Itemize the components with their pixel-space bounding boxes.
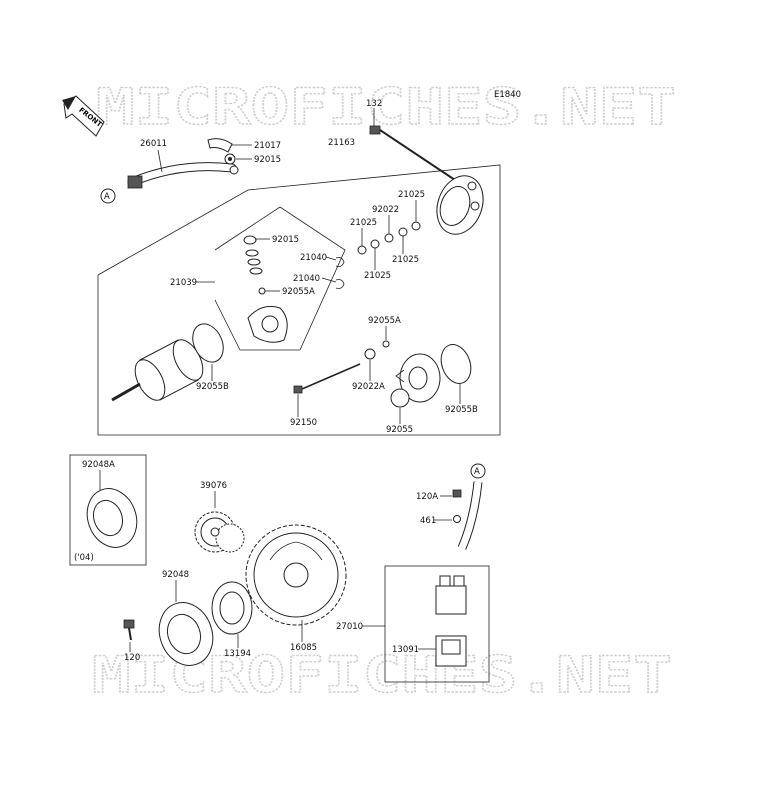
label-92055b-left: 92055B [196, 382, 229, 392]
label-21163: 21163 [328, 138, 355, 148]
starter-assembly-outline [97, 164, 501, 436]
label-92055: 92055 [386, 425, 413, 435]
ref-marker-a-right-text: A [474, 467, 480, 477]
ref-marker-a-right [470, 463, 486, 479]
label-13091: 13091 [392, 645, 419, 655]
nut-461-part [453, 515, 461, 523]
relay-cover-part [435, 635, 467, 667]
relay-assembly-box [384, 565, 490, 683]
variant-note: ('04) [74, 553, 94, 563]
label-92048: 92048 [162, 570, 189, 580]
o-ring-left-part [192, 323, 224, 363]
label-92015-top: 92015 [254, 155, 281, 165]
figure-code: E1840 [494, 90, 521, 100]
label-26011: 26011 [140, 139, 167, 149]
label-120a: 120A [416, 492, 438, 502]
terminal-cap-part [207, 138, 236, 165]
through-bolt-part [293, 363, 361, 394]
brush-holder-part [243, 235, 345, 343]
bolt-120a-part [452, 489, 462, 498]
label-13194: 13194 [224, 649, 251, 659]
label-21017: 21017 [254, 141, 281, 151]
rear-cover-part [436, 175, 484, 235]
watermark-top: MICROFICHES.NET [96, 78, 676, 136]
starter-clutch-cover-part [158, 602, 214, 666]
label-132: 132 [366, 99, 382, 109]
label-21040-b: 21040 [293, 274, 320, 284]
relay-lead-part [457, 481, 483, 550]
label-21025-b: 21025 [350, 218, 377, 228]
label-21040-a: 21040 [300, 253, 327, 263]
starter-clutch-part [211, 581, 253, 635]
o-ring-92055-part [390, 388, 410, 408]
label-21025-c: 21025 [392, 255, 419, 265]
label-92055a-upper: 92055A [282, 287, 315, 297]
label-21039: 21039 [170, 278, 197, 288]
label-39076: 39076 [200, 481, 227, 491]
label-92022a: 92022A [352, 382, 385, 392]
label-21025-d: 21025 [364, 271, 391, 281]
label-92022: 92022 [372, 205, 399, 215]
label-92055a-lower: 92055A [368, 316, 401, 326]
washer-92022a-part [364, 348, 376, 360]
o-ring-right-part [440, 344, 472, 384]
ref-marker-a-left-text: A [104, 192, 110, 202]
label-461: 461 [420, 516, 436, 526]
clutch-cover-variant-part [86, 488, 138, 548]
o-ring-92055a-part [382, 340, 390, 348]
label-120: 120 [124, 653, 140, 663]
starter-relay-part [435, 575, 467, 615]
bolt-120-part [123, 619, 135, 641]
label-92150: 92150 [290, 418, 317, 428]
label-92015-mid: 92015 [272, 235, 299, 245]
variant-inset-box [69, 454, 147, 566]
brush-sub-assembly-outline [214, 206, 346, 351]
lead-wire-part [127, 162, 239, 189]
front-cover-part [395, 353, 441, 403]
idle-gear-part [194, 511, 245, 553]
starter-gear-part [245, 524, 347, 626]
ref-marker-a-left [100, 188, 116, 204]
label-27010: 27010 [336, 622, 363, 632]
label-92055b-right: 92055B [445, 405, 478, 415]
label-16085: 16085 [290, 643, 317, 653]
label-21025-a: 21025 [398, 190, 425, 200]
label-92048a: 92048A [82, 460, 115, 470]
